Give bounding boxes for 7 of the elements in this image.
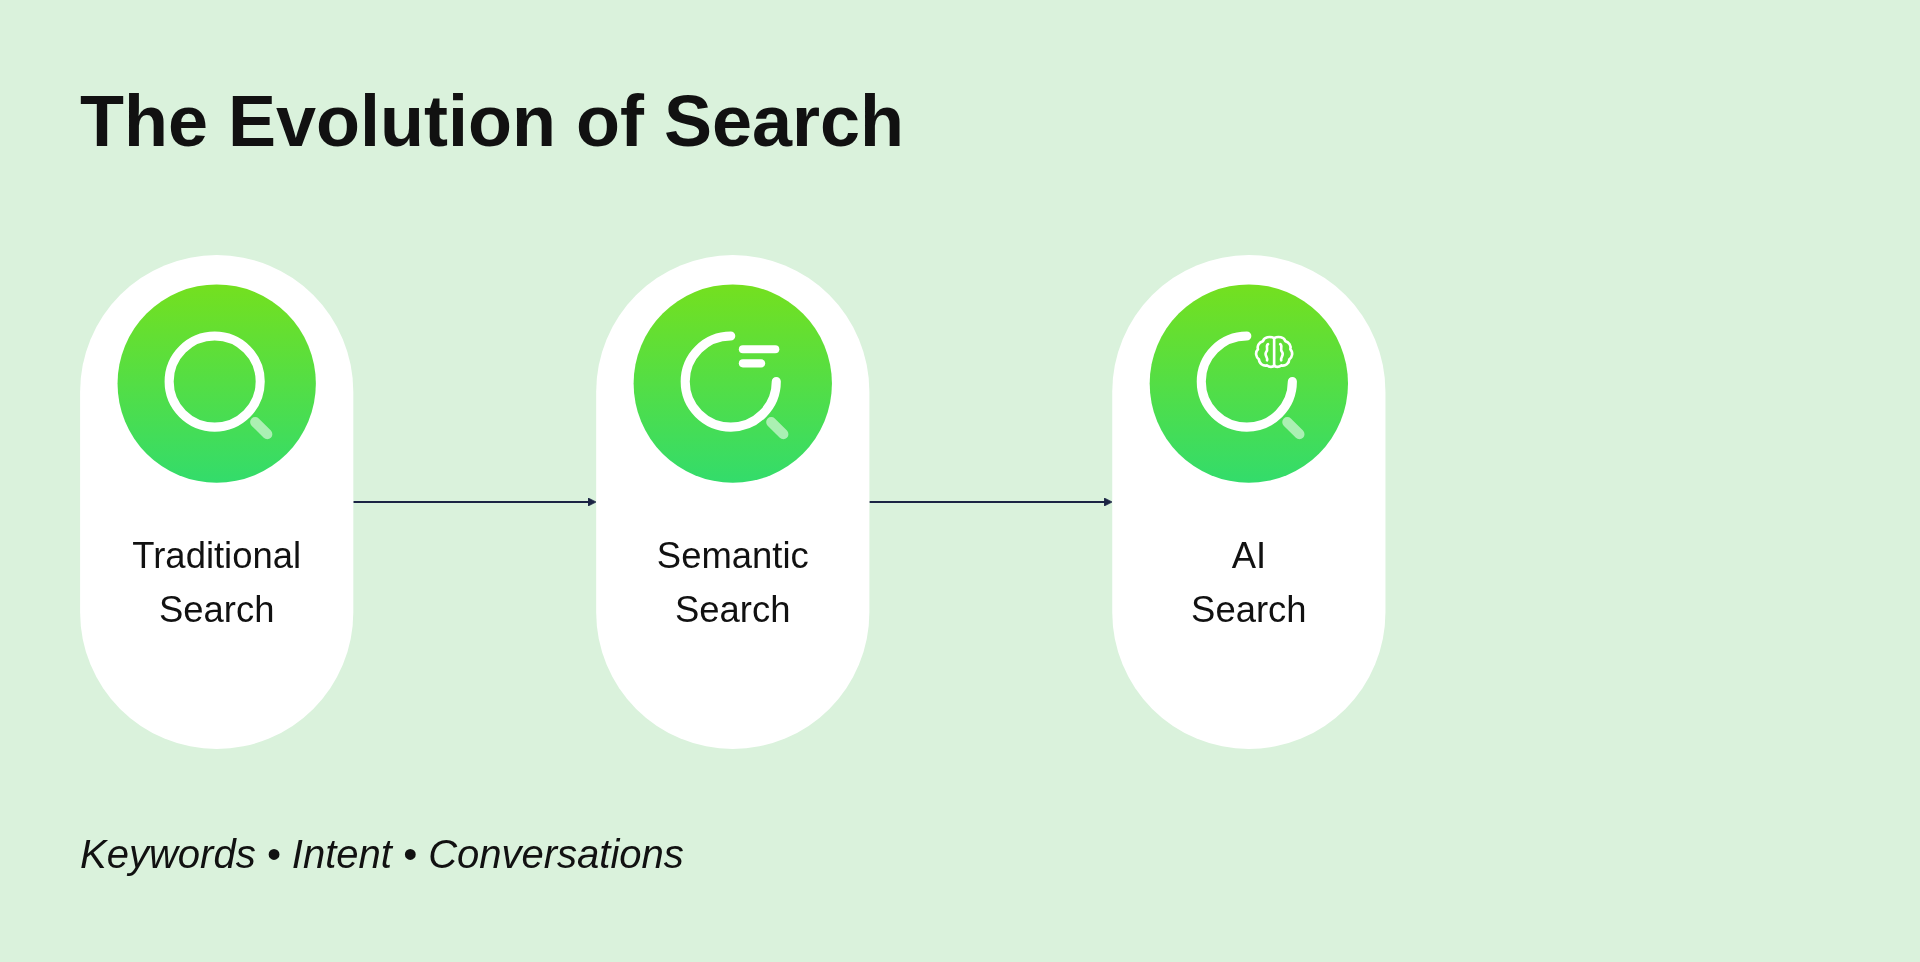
node-label: Traditional Search — [132, 533, 302, 633]
arrow — [353, 497, 597, 507]
title: The Evolution of Search — [80, 80, 905, 163]
arrow — [869, 497, 1113, 507]
caption: Keywords • Intent • Conversations — [80, 831, 684, 877]
node-label: AI Search — [1191, 533, 1307, 633]
node-label: Semantic Search — [656, 533, 809, 633]
